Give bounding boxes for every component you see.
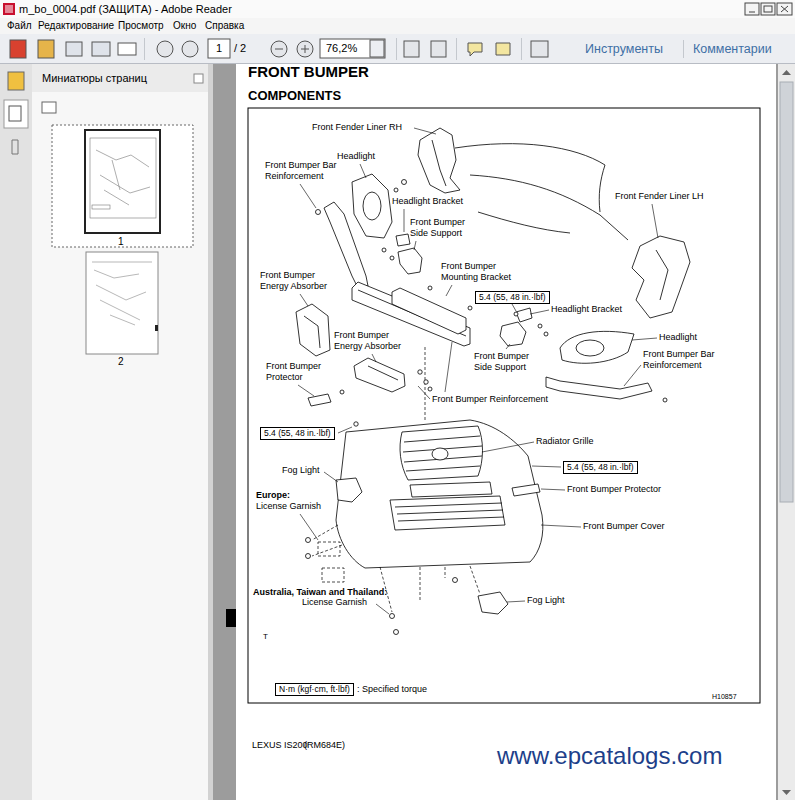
section-heading: COMPONENTS [248, 88, 341, 104]
part-label: Front Bumper Protector [266, 361, 326, 383]
torque-value: 5.4 (55, 48 in.·lbf) [479, 292, 546, 302]
torque-value: 5.4 (55, 48 in.·lbf) [567, 462, 634, 472]
part-label: Front Bumper Energy Absorber [260, 270, 340, 292]
part-label: Fog Light [527, 595, 565, 606]
part-label: Front Bumper Energy Absorber [334, 330, 414, 352]
thumbnail-number: 2 [118, 356, 124, 368]
part-label: License Garnish [302, 597, 367, 608]
toolbar-button: Инструменты [585, 42, 663, 57]
part-label: Front Fender Liner LH [615, 191, 704, 202]
page-heading: FRONT BUMPER [248, 63, 369, 81]
torque-box: 5.4 (55, 48 in.·lbf) [563, 461, 638, 474]
watermark-url: www.epcatalogs.com [497, 742, 722, 771]
part-label: Front Bumper Protector [567, 484, 661, 495]
torque-value: N·m (kgf·cm, ft·lbf) [279, 684, 350, 694]
window-title: m_bo_0004.pdf (ЗАЩИТА) - Adobe Reader [19, 3, 232, 16]
menu-item: Редактирование [38, 20, 114, 32]
menu-item: Просмотр [118, 20, 164, 32]
part-label: Headlight Bracket [551, 304, 622, 315]
part-label: License Garnish [256, 501, 321, 512]
region-note: Europe: [256, 490, 290, 501]
menu-item: Справка [205, 20, 244, 32]
model-name: LEXUS IS200 [252, 740, 308, 751]
figure-mark: T [263, 632, 268, 642]
part-label: Front Bumper Side Support [410, 217, 472, 239]
part-label: Front Bumper Mounting Bracket [441, 261, 521, 283]
legend-text: : Specified torque [357, 684, 427, 695]
part-label: Front Bumper Reinforcement [432, 394, 548, 405]
thumbnail-number: 1 [118, 236, 124, 248]
torque-unit-box: N·m (kgf·cm, ft·lbf) [275, 683, 354, 696]
manual-code: (RM684E) [304, 740, 345, 751]
torque-box: 5.4 (55, 48 in.·lbf) [260, 427, 335, 440]
part-label: Radiator Grille [536, 436, 594, 447]
part-label: Headlight [659, 332, 697, 343]
figure-code: H10857 [712, 693, 737, 701]
part-label: Fog Light [282, 465, 320, 476]
part-label: Front Bumper Side Support [474, 351, 536, 373]
menu-item: Окно [173, 20, 196, 32]
torque-value: 5.4 (55, 48 in.·lbf) [264, 428, 331, 438]
part-label: Front Fender Liner RH [312, 122, 402, 133]
page-number-field: 1 [216, 42, 222, 55]
region-note: Australia, Taiwan and Thailand: [253, 587, 387, 598]
torque-box: 5.4 (55, 48 in.·lbf) [475, 291, 550, 304]
part-label: Headlight Bracket [392, 196, 463, 207]
menu-item: Файл [7, 20, 32, 32]
zoom-field: 76,2% [326, 42, 357, 55]
part-label: Front Bumper Bar Reinforcement [265, 160, 345, 182]
page-count: / 2 [234, 42, 246, 55]
toolbar-button: Комментарии [693, 42, 772, 57]
part-label: Headlight [337, 151, 375, 162]
part-label: Front Bumper Cover [583, 521, 665, 532]
part-label: Front Bumper Bar Reinforcement [643, 349, 723, 371]
panel-header: Миниатюры страниц [42, 72, 147, 85]
